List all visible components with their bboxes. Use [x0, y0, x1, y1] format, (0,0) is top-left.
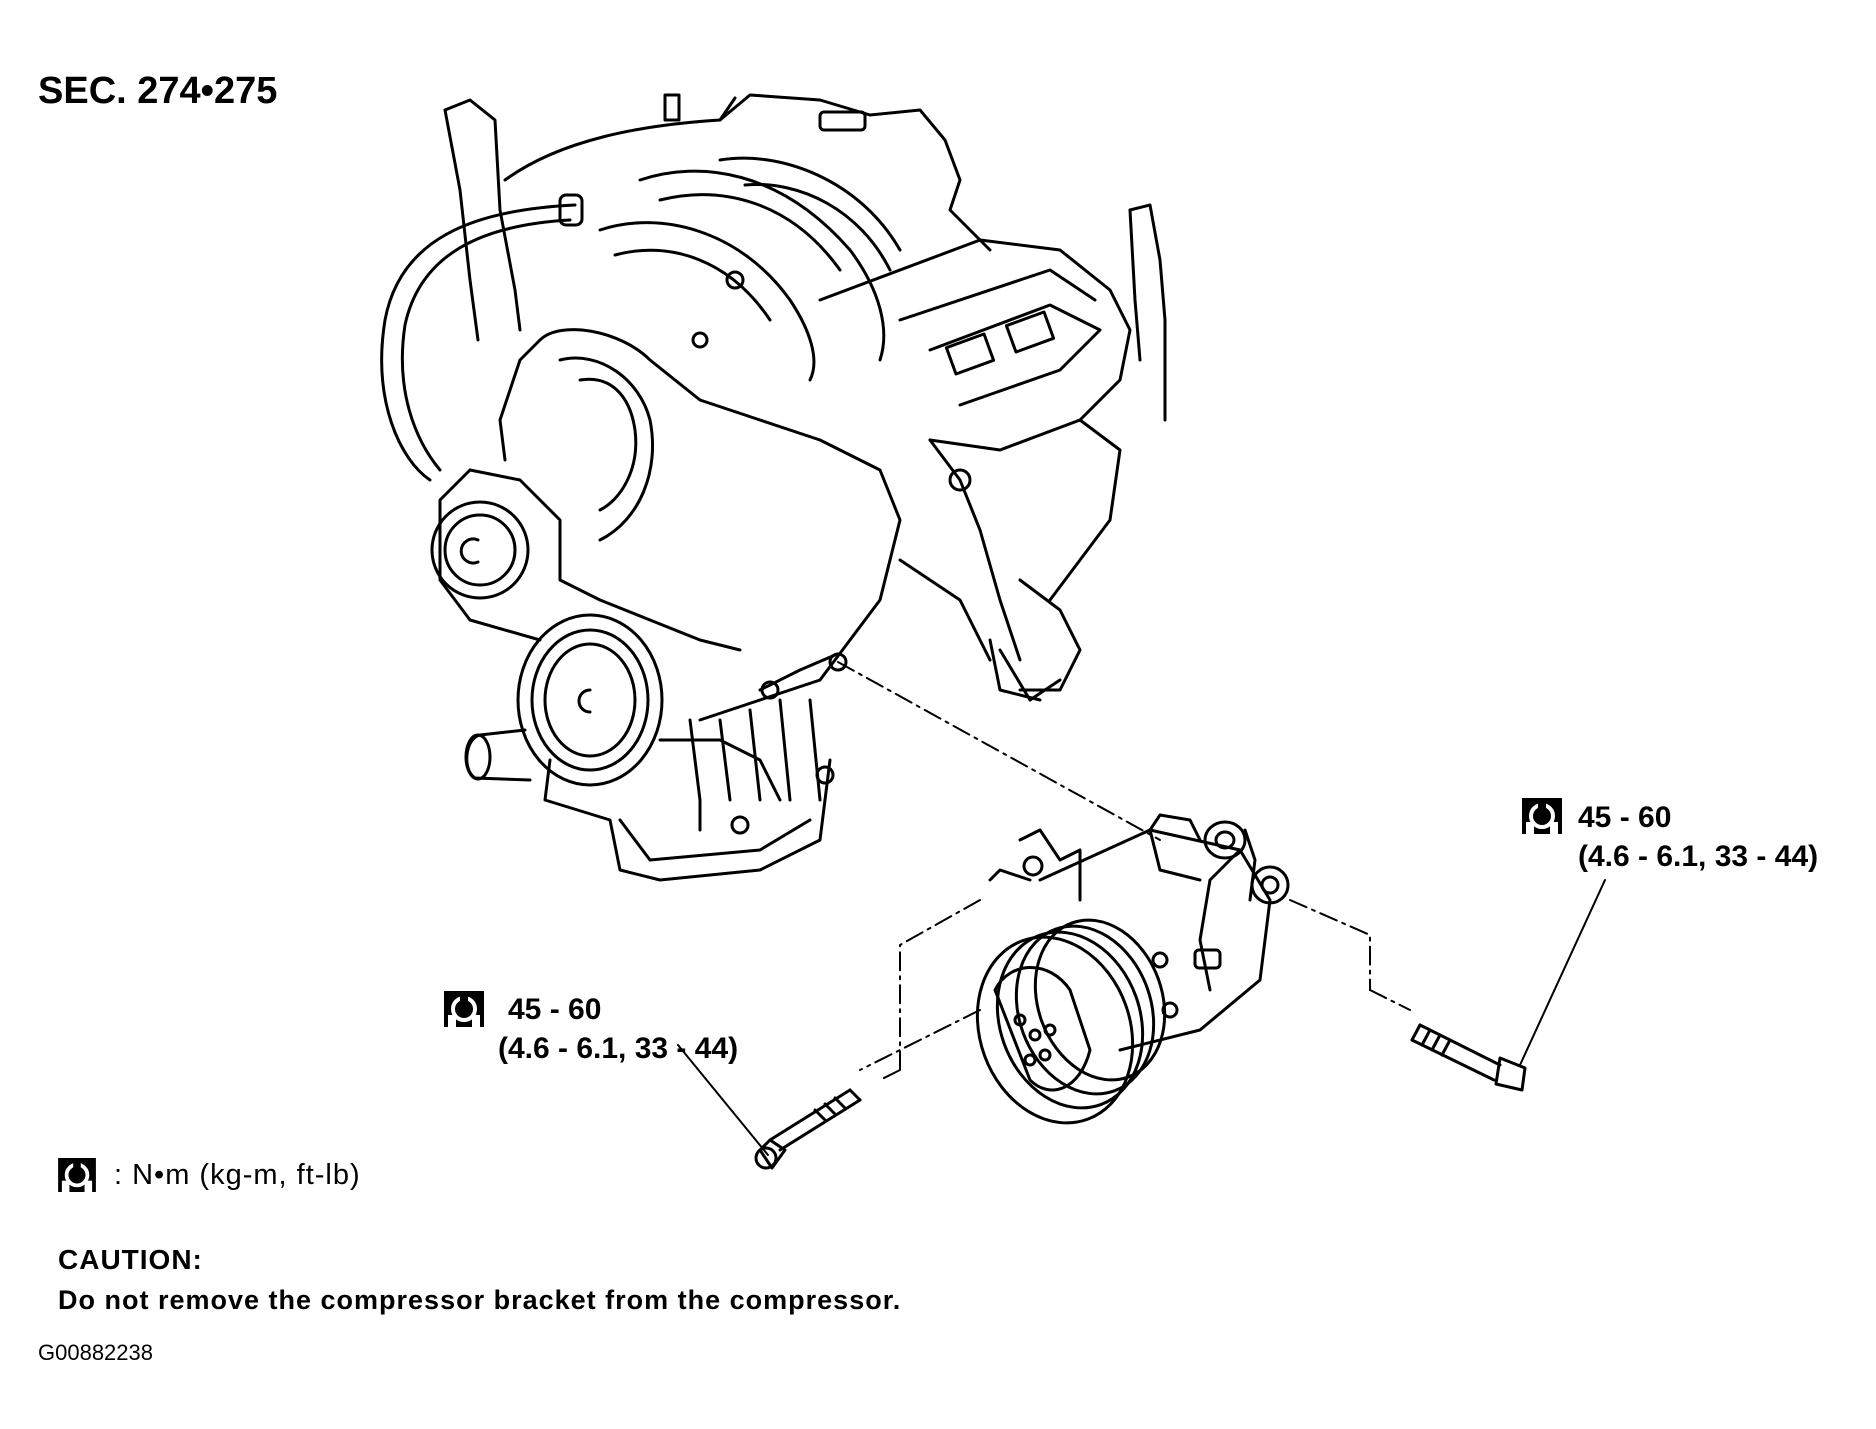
torque-wrench-icon [58, 1158, 96, 1192]
ac-compressor [975, 813, 1290, 1125]
torque-spec-right-detail: (4.6 - 6.1, 33 - 44) [1578, 840, 1819, 873]
bolt-left [754, 1088, 862, 1170]
alignment-lines [837, 661, 1411, 1081]
torque-wrench-icon [444, 991, 484, 1027]
torque-spec-right-value: 45 - 60 [1578, 801, 1672, 834]
torque-spec-left-value: 45 - 60 [508, 993, 602, 1026]
caution-body: Do not remove the compressor bracket fro… [58, 1285, 902, 1315]
figure-id: G00882238 [38, 1340, 153, 1365]
torque-wrench-icon [1522, 798, 1562, 834]
leader-lines [677, 879, 1606, 1156]
torque-legend-text: : N•m (kg-m, ft-lb) [114, 1159, 361, 1191]
engine-block [380, 93, 1167, 882]
bolt-right [1410, 1023, 1527, 1092]
torque-spec-left-detail: (4.6 - 6.1, 33 - 44) [498, 1032, 739, 1065]
caution-title: CAUTION: [58, 1244, 203, 1275]
section-label: SEC. 274•275 [38, 70, 278, 112]
